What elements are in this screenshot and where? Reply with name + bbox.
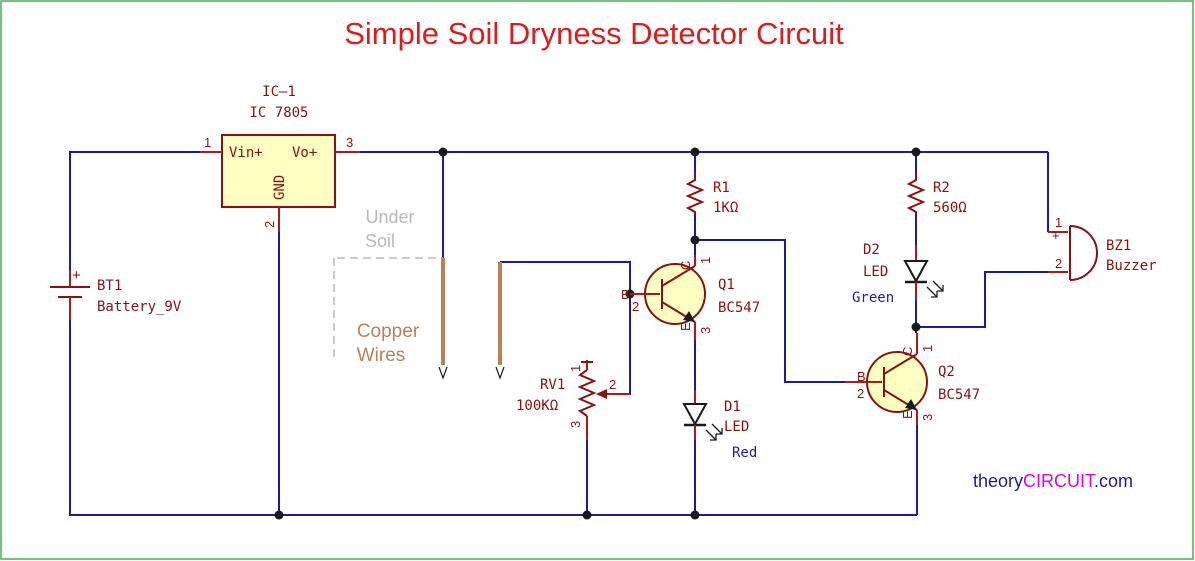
bz1-ref: BZ1 xyxy=(1106,238,1131,254)
r2-value: 560Ω xyxy=(933,200,967,216)
ic-ref: IC–1 xyxy=(262,84,296,100)
ic-pin3-num: 3 xyxy=(346,135,353,150)
q1-pin1: 1 xyxy=(698,257,713,264)
brand-part2: CIRCUIT xyxy=(1023,471,1096,491)
rv1-ref: RV1 xyxy=(540,377,565,393)
q2-collector-letter: C xyxy=(900,347,915,356)
regulator-ic1: IC–1 IC 7805 Vin+ Vo+ GND 1 3 2 xyxy=(200,84,360,232)
diagram-title: Simple Soil Dryness Detector Circuit xyxy=(344,16,844,51)
q1-ref: Q1 xyxy=(718,277,735,293)
brand-part1: theory xyxy=(973,471,1023,491)
battery-value: Battery_9V xyxy=(97,299,182,315)
ic-pin-gnd: GND xyxy=(272,175,288,200)
q1-pin3: 3 xyxy=(698,327,713,334)
ic-pin-vo: Vo+ xyxy=(292,145,317,161)
q1-pin2: 2 xyxy=(632,299,639,314)
rv1-value: 100KΩ xyxy=(516,398,558,414)
bz1-plus-sign: + xyxy=(1052,228,1060,243)
brand-watermark: theoryCIRCUIT.com xyxy=(973,471,1133,491)
bz1-value: Buzzer xyxy=(1106,258,1157,274)
r1-ref: R1 xyxy=(713,180,730,196)
junction-dots xyxy=(274,147,921,520)
wires xyxy=(69,151,1049,516)
potentiometer-rv1: 1 2 3 RV1 100KΩ xyxy=(516,360,630,440)
q2-emitter-letter: E xyxy=(900,410,915,419)
q1-emitter-letter: E xyxy=(678,322,693,331)
soil-probes: Under Soil Copper Wires xyxy=(333,207,505,380)
q2-pin2: 2 xyxy=(857,386,864,401)
soil-label-line1: Under xyxy=(365,207,414,227)
r2-ref: R2 xyxy=(933,180,950,196)
transistor-q1: B 2 C 1 E 3 Q1 BC547 xyxy=(621,255,760,340)
d1-ref: D1 xyxy=(724,399,741,415)
rv1-pin3: 3 xyxy=(568,421,583,428)
q2-pin1: 1 xyxy=(920,345,935,352)
transistor-q2: B 2 C 1 E 3 Q2 BC547 xyxy=(845,333,980,425)
led-d2: D2 LED Green xyxy=(852,242,944,306)
q1-base-letter: B xyxy=(621,287,630,302)
bz1-pin2: 2 xyxy=(1055,256,1062,271)
q2-value: BC547 xyxy=(938,387,980,403)
brand-part3: .com xyxy=(1094,471,1133,491)
ic-value: IC 7805 xyxy=(249,105,308,121)
q2-base-letter: B xyxy=(857,369,866,384)
q1-value: BC547 xyxy=(718,300,760,316)
battery-bt1: + BT1 Battery_9V xyxy=(50,267,182,320)
battery-ref: BT1 xyxy=(97,278,122,294)
resistor-r2: R2 560Ω xyxy=(906,172,967,216)
d1-color: Red xyxy=(732,445,757,461)
buzzer-bz1: 1 2 + BZ1 Buzzer xyxy=(1048,215,1157,281)
q2-pin3: 3 xyxy=(920,414,935,421)
q1-collector-letter: C xyxy=(678,261,693,270)
d2-value: LED xyxy=(863,264,888,280)
d2-color: Green xyxy=(852,290,894,306)
ic-pin2-num: 2 xyxy=(262,221,277,228)
battery-plus-sign: + xyxy=(72,267,81,284)
resistor-r1: R1 1KΩ xyxy=(685,172,738,216)
ic-pin1-num: 1 xyxy=(204,135,211,150)
rv1-pin1: 1 xyxy=(568,365,583,372)
d2-ref: D2 xyxy=(863,242,880,258)
soil-label-line2: Soil xyxy=(365,231,395,251)
bz1-pin1: 1 xyxy=(1055,215,1062,230)
ic-pin-vin: Vin+ xyxy=(229,145,263,161)
r1-value: 1KΩ xyxy=(713,200,738,216)
d1-value: LED xyxy=(724,419,749,435)
q2-ref: Q2 xyxy=(938,364,955,380)
rv1-pin2: 2 xyxy=(609,377,616,392)
led-d1: D1 LED Red xyxy=(682,390,757,461)
copper-label-line1: Copper xyxy=(357,321,420,342)
copper-label-line2: Wires xyxy=(357,345,406,366)
